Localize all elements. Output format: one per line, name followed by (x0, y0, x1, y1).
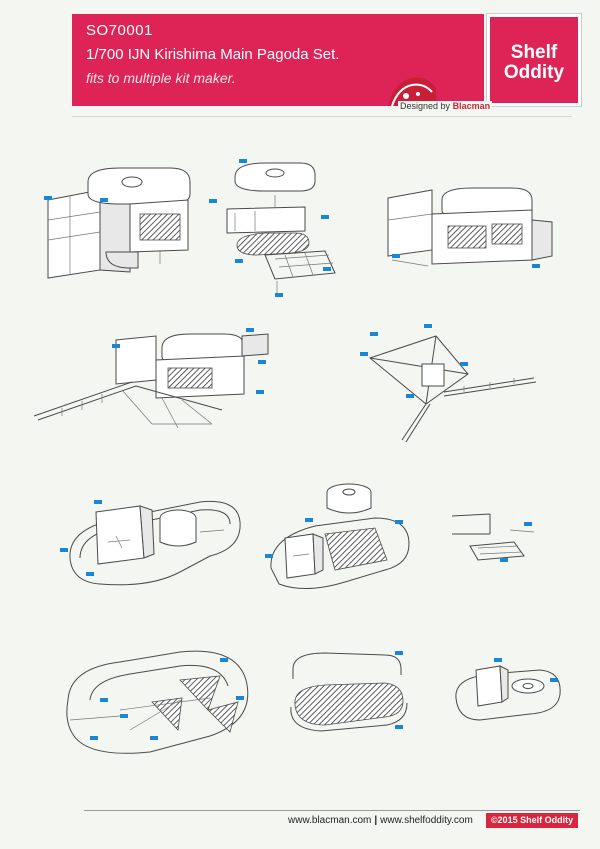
product-code: SO70001 (86, 22, 153, 39)
assembly-diagram-1 (40, 160, 200, 280)
assembly-diagram-8 (450, 510, 545, 570)
header-banner: SO70001 1/700 IJN Kirishima Main Pagoda … (72, 14, 484, 106)
assembly-diagram-10 (285, 645, 410, 740)
header-divider (72, 116, 572, 117)
copyright-badge: ©2015 Shelf Oddity (486, 813, 578, 828)
product-title: 1/700 IJN Kirishima Main Pagoda Set. (86, 46, 340, 63)
footer-links: www.blacman.com|www.shelfoddity.com (288, 815, 473, 826)
assembly-diagram-5 (340, 318, 540, 443)
designer-credit: Designed by Blacman (398, 101, 493, 111)
assembly-diagram-6 (60, 492, 245, 592)
link-shelfoddity[interactable]: www.shelfoddity.com (380, 815, 473, 826)
product-subtitle: fits to multiple kit maker. (86, 70, 236, 86)
link-separator: | (374, 815, 378, 826)
designed-prefix: Designed by (400, 101, 451, 111)
footer-divider (84, 810, 580, 811)
assembly-diagram-2 (205, 155, 355, 300)
assembly-diagram-11 (450, 650, 565, 730)
assembly-diagram-4 (32, 320, 282, 430)
logo-line-2: Oddity (503, 62, 565, 83)
link-blacman[interactable]: www.blacman.com (288, 815, 372, 826)
assembly-diagram-3 (382, 180, 557, 275)
assembly-diagram-9 (60, 640, 260, 760)
shelf-oddity-logo: Shelf Oddity (486, 13, 582, 107)
brand-wave-icon (388, 77, 436, 106)
assembly-diagram-7 (265, 478, 415, 600)
designer-name: Blacman (452, 101, 491, 111)
logo-line-1: Shelf (510, 42, 558, 63)
